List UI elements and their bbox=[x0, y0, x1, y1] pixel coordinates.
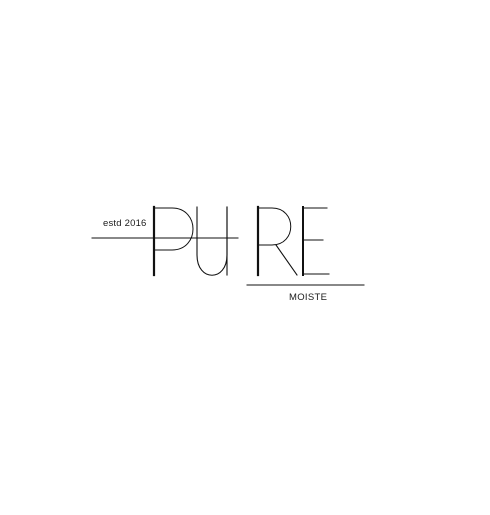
letter-r-bowl bbox=[258, 207, 292, 246]
product-label: MOISTE bbox=[289, 292, 328, 303]
letter-e-arms bbox=[303, 207, 330, 275]
letter-p-bowl bbox=[154, 207, 194, 251]
established-label: estd 2016 bbox=[103, 218, 147, 229]
letter-u bbox=[196, 206, 228, 276]
letter-r-leg bbox=[275, 244, 298, 276]
